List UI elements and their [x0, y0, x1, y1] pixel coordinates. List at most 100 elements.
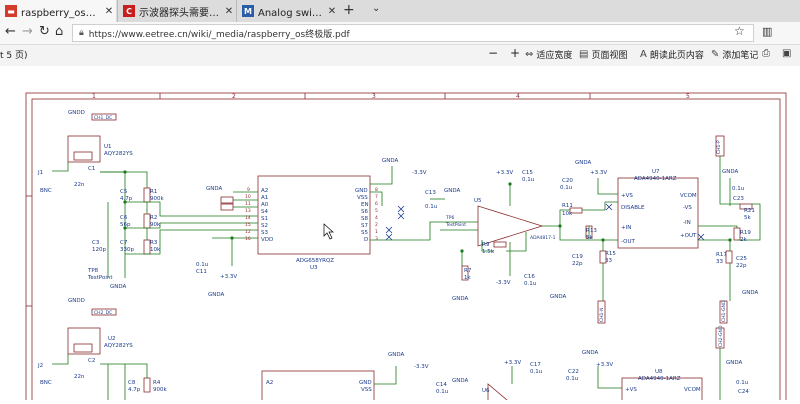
j2-ref: J2 [37, 363, 43, 369]
fit-width-button[interactable]: ⇔适应宽度 [525, 48, 572, 61]
u1-ref: U1 [104, 144, 112, 150]
c-logo-icon: C [123, 5, 135, 17]
close-icon[interactable]: ✕ [104, 5, 114, 17]
u1-relay-inner [73, 151, 93, 161]
u7-part: ADA4940-1ARZ [634, 176, 677, 182]
v33-label: +3.3V [220, 274, 237, 280]
tab-label: Analog switch 模拟开关 IC | [258, 7, 325, 19]
tab-oscilloscope[interactable]: C 示波器探头需要补偿校准的 ✕ [117, 0, 236, 22]
favorite-star-icon[interactable]: ☆ [734, 24, 745, 38]
u7-pin-disable: DISABLE [621, 205, 645, 211]
gnd-label: GNDA [208, 292, 225, 298]
c6-val: 56p [120, 222, 131, 228]
lock-icon: 🔒︎ [79, 28, 84, 38]
u3-pin-left: A1 [261, 195, 268, 201]
u5-part: ADA4817-1 [530, 235, 556, 241]
add-notes-button[interactable]: ✎添加笔记 [711, 48, 758, 61]
u3-pin-left: A0 [261, 202, 269, 208]
u3-pin-num: 2 [375, 222, 378, 228]
c20-ref: C20 [562, 178, 573, 184]
close-icon[interactable]: ✕ [224, 5, 234, 17]
ch2-gnd-net: CH2-GND [718, 325, 724, 347]
r17-ref: R17 [716, 252, 727, 258]
u8-ref: U8 [655, 369, 663, 375]
c1-val: 22n [74, 182, 85, 188]
c24-val: 0.1u [736, 380, 748, 386]
u8-pin-vs: +VS [625, 387, 637, 393]
u3-pin-right: VSS [357, 195, 368, 201]
u3-pin-right: GND [355, 188, 368, 194]
zoom-in-button[interactable]: + [510, 46, 521, 60]
tab-menu-icon[interactable]: ⌄ [372, 3, 381, 14]
u3-pin-num: 1 [375, 229, 378, 235]
c23-ref: C23 [733, 196, 744, 202]
tp8-label: TestPoint [87, 275, 113, 281]
gnd-label: GNDA [726, 360, 743, 366]
save-button[interactable]: ▣ [782, 48, 794, 59]
address-bar[interactable]: 🔒︎ https://www.eetree.cn/wiki/_media/ras… [72, 24, 754, 42]
r2-ref: R2 [150, 215, 157, 221]
u7-pin-out: -OUT [621, 239, 635, 245]
tab-analog-switch[interactable]: M Analog switch 模拟开关 IC | ✕ [236, 0, 339, 22]
ch1-gnd-net-tag [719, 300, 728, 324]
reading-view-icon[interactable]: ▥ [762, 25, 773, 38]
back-button[interactable]: ← [5, 24, 16, 39]
u2-relay-inner [73, 343, 93, 353]
u2-gnd-label: GNDD [68, 298, 85, 304]
u7-diff-amp-body [617, 177, 699, 249]
c14-ref: C14 [436, 382, 447, 388]
gnd-label: GNDA [206, 186, 223, 192]
c19-val: 22p [572, 261, 583, 267]
c5-val: 4.7p [120, 196, 133, 202]
u7-pin-vs: +VS [621, 193, 633, 199]
j2-part: BNC [40, 380, 52, 386]
ch1-gnd-net: CH1-GND [721, 300, 727, 322]
c5-ref: C5 [120, 189, 128, 195]
forward-button[interactable]: → [22, 24, 33, 39]
column-number: 3 [372, 93, 376, 100]
refresh-button[interactable]: ↻ [39, 24, 50, 39]
r17-val: 33 [716, 259, 723, 265]
r7-ref: R7 [464, 268, 472, 274]
close-icon[interactable]: ✕ [327, 5, 337, 17]
gnd-label: GNDA [110, 284, 127, 290]
r21-val: 5k [744, 215, 751, 221]
u3-mux-body [257, 175, 371, 255]
j1-part: BNC [40, 188, 52, 194]
u3-pin-num: 12 [245, 229, 251, 235]
print-button[interactable]: ⎙ [762, 48, 773, 59]
c22-val: 0.1u [566, 376, 578, 382]
u7-pin-inn: -IN [683, 220, 691, 226]
r4-val: 900k [153, 387, 167, 393]
u6-ref: U6 [482, 388, 490, 394]
ch1-p-net: CH1-P [716, 140, 722, 154]
u3-pin-num: 11 [245, 201, 251, 207]
tab-raspberry-pdf[interactable]: ▬ raspberry_os终极版.pdf ✕ [0, 0, 116, 22]
ch2-dc-tag [91, 308, 117, 316]
u3-pin-left: A2 [261, 188, 268, 194]
new-tab-button[interactable]: + [343, 2, 355, 18]
page-view-button[interactable]: ▤页面视图 [579, 48, 627, 61]
c7-val: 330p [120, 247, 134, 253]
u3-pin-num: 10 [245, 194, 251, 200]
u3-pin-right: S8 [361, 216, 368, 222]
url-text[interactable]: https://www.eetree.cn/wiki/_media/raspbe… [88, 29, 350, 40]
zoom-out-button[interactable]: − [488, 46, 499, 60]
r13-ref: R13 [586, 228, 597, 234]
u3-pin-right: S7 [361, 223, 368, 229]
schematic-drawing: 1 2 3 4 5 [25, 92, 787, 404]
ch1-n-net: CH1-N [599, 308, 605, 322]
u3-part: ADG658YRQZ [296, 258, 334, 264]
r9-ref: R9 [482, 242, 490, 248]
r9-val: 1.5k [482, 249, 495, 255]
u3-pin-right: D [364, 237, 368, 243]
c16-val: 0.1u [524, 281, 536, 287]
c1-ref: C1 [88, 166, 95, 172]
c25-val: 22p [736, 263, 747, 269]
m-logo-icon: M [242, 5, 254, 17]
u3-pin-left: S4 [261, 209, 268, 215]
u4-mux-body [261, 370, 375, 404]
home-button[interactable]: ⌂ [55, 24, 64, 39]
